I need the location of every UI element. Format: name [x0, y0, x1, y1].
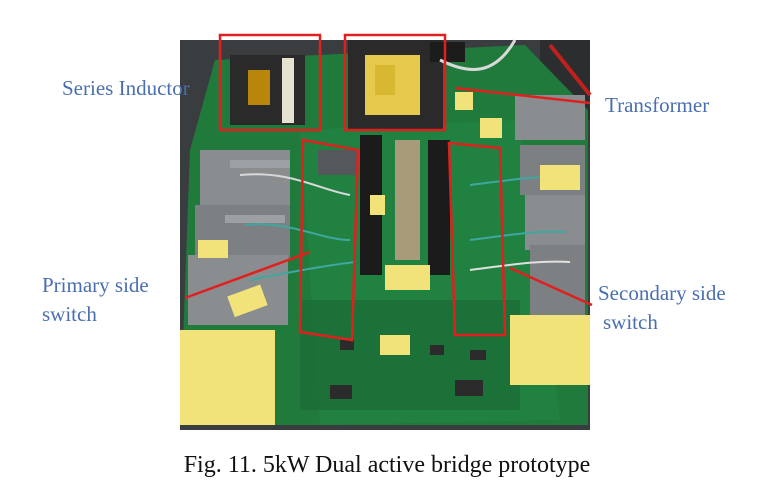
series-inductor-label: Series Inductor — [62, 76, 190, 100]
transformer-arrow — [454, 86, 591, 105]
primary-side-label-line2: switch — [42, 302, 97, 326]
figure-caption: Fig. 11. 5kW Dual active bridge prototyp… — [183, 452, 591, 478]
tape-pieces — [180, 92, 590, 425]
secondary-arrow — [509, 266, 593, 307]
transformer-box — [343, 33, 447, 132]
secondary-switch-box — [447, 141, 507, 337]
primary-arrow — [184, 250, 311, 300]
secondary-heatsinks — [515, 95, 585, 320]
secondary-side-label-line1: Secondary side — [598, 281, 726, 305]
primary-side-label-line1: Primary side — [42, 273, 149, 297]
smd-components — [330, 340, 486, 399]
magnetics — [230, 40, 465, 130]
transformer-label: Transformer — [605, 93, 710, 117]
annotation-boxes — [218, 33, 507, 342]
primary-switch-box — [298, 138, 360, 342]
series-inductor-box — [218, 33, 322, 132]
secondary-side-label-line2: switch — [603, 310, 658, 334]
annotation-arrows — [184, 86, 593, 307]
switch-devices — [318, 135, 450, 275]
